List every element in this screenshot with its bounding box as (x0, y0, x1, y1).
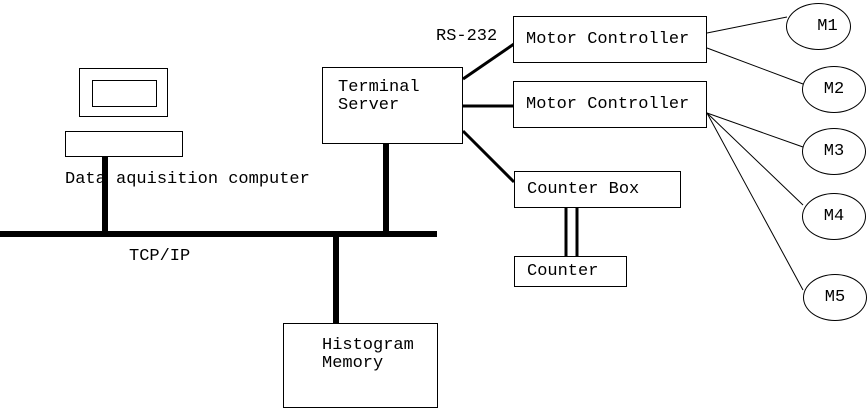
counter-box-label: Counter Box (527, 180, 640, 199)
counter-box-box: Counter Box (514, 171, 681, 208)
motor-controller-1-box: Motor Controller (513, 16, 707, 63)
histogram-memory-label-line2: Memory (322, 354, 384, 373)
motor-m1-label: M1 (817, 17, 838, 36)
motor-m1-node: M1 (786, 3, 851, 50)
motor-controller-2-box: Motor Controller (513, 81, 707, 128)
motor-m3-label: M3 (823, 142, 845, 161)
rs232-label: RS-232 (436, 27, 498, 46)
motor-controller-2-label: Motor Controller (526, 95, 690, 114)
counter-label: Counter (527, 262, 599, 281)
motor-m2-node: M2 (802, 66, 866, 113)
rs232-line-counter-box (461, 129, 516, 184)
motor-line-m5 (706, 112, 804, 291)
histogram-memory-label-line1: Histogram (322, 336, 414, 355)
motor-line-m3 (706, 112, 804, 148)
computer-monitor-icon (79, 68, 168, 117)
motor-line-m1 (706, 16, 788, 34)
terminal-server-label-line2: Server (338, 96, 400, 115)
counter-box: Counter (514, 256, 627, 287)
motor-line-m4 (706, 112, 804, 206)
motor-m4-node: M4 (802, 193, 866, 240)
motor-line-m2 (706, 47, 804, 85)
monitor-screen (92, 80, 157, 107)
motor-m5-node: M5 (803, 274, 867, 321)
histogram-memory-box: Histogram Memory (283, 323, 438, 408)
rs232-line-motor-controller-1 (462, 42, 515, 81)
motor-m5-label: M5 (824, 288, 846, 307)
motor-m2-label: M2 (823, 80, 845, 99)
data-acquisition-computer-label: Data aquisition computer (65, 170, 310, 189)
terminal-server-box: Terminal Server (322, 67, 463, 144)
computer-keyboard-icon (65, 131, 183, 157)
motor-m3-node: M3 (802, 128, 866, 175)
terminal-server-label-line1: Terminal (338, 78, 420, 97)
tcpip-label: TCP/IP (129, 247, 191, 266)
motor-m4-label: M4 (823, 207, 845, 226)
motor-controller-1-label: Motor Controller (526, 30, 690, 49)
